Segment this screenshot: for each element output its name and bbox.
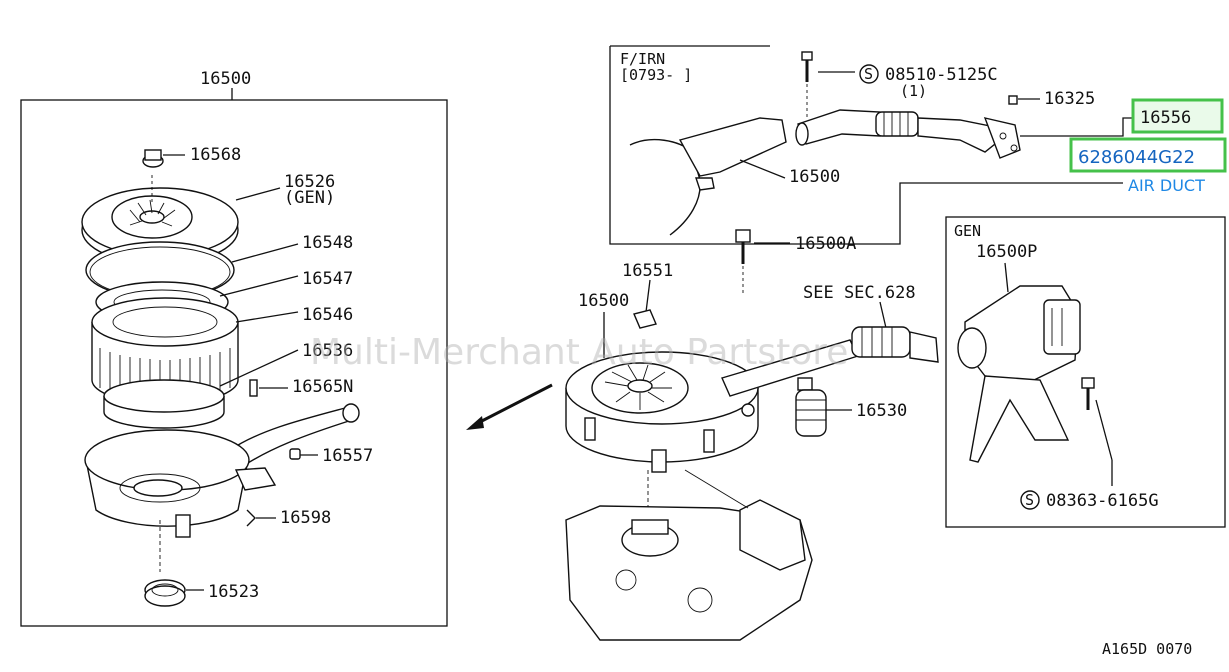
callout-16325[interactable]: 16325 [1044,89,1095,109]
callout-16556[interactable]: 16556 [1140,108,1191,128]
base-seal-part [144,579,204,607]
callout-16548[interactable]: 16548 [302,233,353,253]
highlight-box-16556 [1131,98,1224,134]
callout-16547[interactable]: 16547 [302,269,353,289]
highlighted-part-number[interactable]: 6286044G22 [1078,147,1195,168]
variant-label-gen: GEN [954,222,981,240]
gen-air-cleaner-part [957,285,1081,463]
callout-16526[interactable]: 16526 [284,172,335,192]
center-assembly: 16551 16500 16500A SEE SEC.628 [565,229,939,641]
callout-16526-note: (GEN) [284,188,335,208]
left-exploded-panel: 16500 16568 16526 (GEN) [20,69,448,627]
watermark-text: Multi-Merchant Auto Partstore [310,332,848,373]
callout-16557[interactable]: 16557 [322,446,373,466]
engine-sketch [565,469,813,641]
variant-label-firn: F/IRN [620,50,665,68]
callout-16536[interactable]: 16536 [302,341,353,361]
part-description: AIR DUCT [1128,176,1205,195]
callout-16568[interactable]: 16568 [190,145,241,165]
grommet-16557-part [289,448,318,460]
gen-inset-panel: GEN 16500P S 08363-6165G [945,216,1226,528]
callout-16551[interactable]: 16551 [622,261,673,281]
bolt-qty-top: (1) [900,82,927,100]
callout-16530[interactable]: 16530 [856,401,907,421]
callout-16500a[interactable]: 16500A [795,234,856,254]
air-duct-hose-part [795,109,1021,159]
highlight-box-part-number [1069,137,1227,173]
callout-16500-center[interactable]: 16500 [578,291,629,311]
clip-16565n-part [249,379,288,397]
see-section-ref[interactable]: SEE SEC.628 [803,283,916,303]
direction-arrow [466,383,553,430]
svg-text:S: S [864,65,873,83]
assembly-number-label[interactable]: 16500 [200,69,251,89]
bolt-spec-top[interactable]: 08510-5125C [885,65,998,85]
gasket-part [85,241,299,299]
bellows-16530-part [795,377,852,437]
callout-16546[interactable]: 16546 [302,305,353,325]
gen-part-number[interactable]: 16500P [976,242,1037,262]
wing-nut-part [142,149,185,168]
housing-part [84,403,360,572]
diagram-code: A165D 0070 [1102,640,1192,658]
callout-16565n[interactable]: 16565N [292,377,353,397]
callout-16500-top[interactable]: 16500 [789,167,840,187]
gen-bolt-spec[interactable]: 08363-6165G [1046,491,1159,511]
clip-16598-part [246,509,276,527]
callout-16598[interactable]: 16598 [280,508,331,528]
svg-text:S: S [1025,491,1034,509]
top-inset-panel: F/IRN [0793- ] 16500 S 08510-5125C (1) [609,45,1133,245]
callout-16523[interactable]: 16523 [208,582,259,602]
date-range-label: [0793- ] [620,66,692,84]
lower-ring-part [103,349,299,429]
left-panel-frame [20,99,448,627]
